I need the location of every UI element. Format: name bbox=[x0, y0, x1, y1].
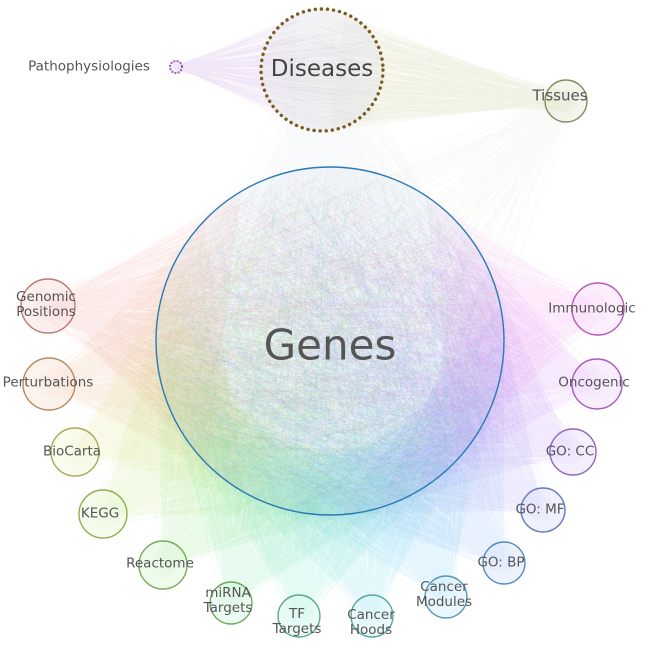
edge-wedge-tf_targets-genes bbox=[183, 434, 453, 616]
node-circle-pathophysiologies[interactable] bbox=[168, 59, 184, 75]
node-fill-tissues bbox=[545, 80, 587, 122]
edge-bundle-diseases-genes bbox=[164, 36, 499, 508]
edge-bundle-mirna_targets-genes bbox=[162, 174, 495, 615]
node-fill-cancer_modules bbox=[425, 576, 467, 618]
edge-wedge-oncogenic-genes bbox=[419, 227, 597, 491]
edge-bundle-tissues-genes bbox=[161, 89, 578, 508]
node-circle-perturbations[interactable] bbox=[22, 357, 76, 411]
node-circle-oncogenic[interactable] bbox=[571, 358, 623, 410]
node-circle-cancer_hoods[interactable] bbox=[350, 594, 394, 638]
edge-bundle-immunologic-genes bbox=[164, 182, 612, 500]
edge-wedge-perturbations-genes bbox=[49, 221, 246, 494]
edge-bundle-go_bp-genes bbox=[164, 177, 515, 575]
node-circle-go_mf[interactable] bbox=[520, 487, 566, 533]
edge-wedge-kegg-genes bbox=[103, 295, 330, 515]
node-fill-mirna_targets bbox=[210, 582, 252, 624]
edge-wedge-tissues-diseases bbox=[329, 13, 566, 131]
node-circle-tissues[interactable] bbox=[544, 79, 588, 123]
node-fill-biocarta bbox=[51, 428, 99, 476]
edge-bundle-cancer_hoods-genes bbox=[165, 179, 499, 627]
node-circle-go_bp[interactable] bbox=[482, 541, 526, 585]
node-fill-pathophysiologies bbox=[170, 61, 182, 73]
node-circle-kegg[interactable] bbox=[78, 489, 128, 539]
node-fill-perturbations bbox=[23, 358, 75, 410]
edge-bundle-biocarta-genes bbox=[62, 175, 495, 501]
node-circle-tf_targets[interactable] bbox=[277, 594, 321, 638]
node-circle-cancer_modules[interactable] bbox=[424, 575, 468, 619]
node-circle-diseases[interactable] bbox=[259, 7, 385, 133]
edge-wedge-immunologic-genes bbox=[425, 195, 598, 460]
node-fill-reactome bbox=[139, 541, 187, 589]
node-circle-genomic_positions[interactable] bbox=[20, 278, 76, 334]
edge-wedge-cancer_hoods-genes bbox=[212, 428, 481, 616]
node-circle-biocarta[interactable] bbox=[50, 427, 100, 477]
node-fill-immunologic bbox=[572, 283, 624, 335]
node-fill-genes bbox=[156, 167, 504, 515]
edge-wedge-go_bp-genes bbox=[288, 341, 504, 563]
edge-bundle-cancer_modules-genes bbox=[164, 173, 488, 609]
node-circle-immunologic[interactable] bbox=[571, 282, 625, 336]
edge-wedge-cancer_modules-genes bbox=[250, 382, 499, 597]
node-circle-go_cc[interactable] bbox=[549, 428, 597, 476]
edge-wedge-genomic_positions-genes bbox=[48, 191, 242, 465]
node-fill-diseases bbox=[261, 9, 383, 131]
node-circle-mirna_targets[interactable] bbox=[209, 581, 253, 625]
node-fill-go_bp bbox=[483, 542, 525, 584]
node-circle-genes[interactable] bbox=[155, 166, 505, 516]
edge-wedge-go_cc-genes bbox=[378, 268, 573, 509]
node-fill-kegg bbox=[79, 490, 127, 538]
edge-wedge-biocarta-genes bbox=[75, 260, 285, 509]
node-fill-oncogenic bbox=[572, 359, 622, 409]
node-circle-reactome[interactable] bbox=[138, 540, 188, 590]
node-fill-genomic_positions bbox=[21, 279, 75, 333]
edge-bundle-genomic_positions-genes bbox=[34, 178, 498, 503]
node-fill-go_mf bbox=[521, 488, 565, 532]
edge-bundle-oncogenic-genes bbox=[168, 182, 611, 505]
node-fill-cancer_hoods bbox=[351, 595, 393, 637]
node-fill-go_cc bbox=[550, 429, 596, 475]
edge-bundle-tissues-diseases bbox=[267, 15, 578, 125]
edge-bundle-perturbations-genes bbox=[34, 175, 496, 506]
edge-wedge-mirna_targets-genes bbox=[164, 393, 420, 603]
edge-wedge-go_mf-genes bbox=[334, 305, 543, 515]
edge-bundle-kegg-genes bbox=[89, 183, 491, 528]
edge-bundle-go_mf-genes bbox=[168, 176, 556, 522]
edge-bundle-reactome-genes bbox=[149, 178, 489, 579]
edge-wedge-reactome-genes bbox=[156, 346, 375, 565]
node-fill-tf_targets bbox=[278, 595, 320, 637]
edge-bundle-tf_targets-genes bbox=[168, 172, 496, 627]
